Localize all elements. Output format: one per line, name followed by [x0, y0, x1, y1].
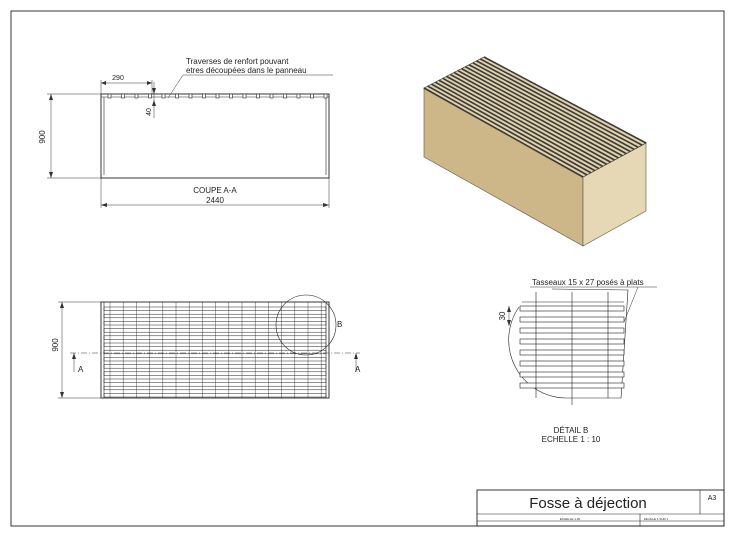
top-slat: [103, 378, 327, 383]
detail-dim: 30: [498, 311, 507, 320]
sheet-border: [10, 10, 725, 527]
iso-slat: [453, 71, 615, 161]
top-slat: [103, 321, 327, 326]
iso-slat: [438, 79, 600, 170]
iso-top-slats: [423, 56, 647, 178]
top-slat: [103, 342, 327, 347]
section-slat-tick: [242, 93, 247, 99]
cut-label-left: A: [78, 365, 84, 374]
top-slat: [103, 306, 327, 311]
detail-view: Tasseaux 15 x 27 posés à plats 30 DÉTAIL…: [498, 278, 657, 444]
drawing-title: Fosse à déjection: [529, 495, 647, 512]
section-note-line2: etres découpées dans le panneau: [186, 66, 307, 75]
section-width-dim: 2440: [206, 196, 224, 205]
scale-text: ECHELLE 1:20: [560, 517, 581, 521]
detail-note: Tasseaux 15 x 27 posés à plats: [532, 278, 644, 287]
section-slat-tick: [107, 93, 112, 99]
top-slat: [103, 313, 327, 319]
top-cross-bars: [109, 302, 322, 398]
top-slat: [103, 335, 327, 340]
top-outline: [100, 301, 330, 399]
top-slat: [103, 357, 327, 362]
top-view: A A 900 B: [51, 294, 361, 399]
isometric-view: [423, 56, 647, 247]
section-slat-tick: [283, 93, 287, 99]
section-slat-tick: [269, 93, 274, 99]
top-slat: [103, 393, 327, 398]
section-outline: [100, 93, 330, 179]
top-slat: [103, 364, 327, 369]
iso-slat: [476, 60, 639, 148]
section-slat-tick: [121, 93, 125, 99]
iso-slat: [472, 62, 635, 151]
section-slat-tick: [134, 93, 139, 99]
sheet-text: FEUILLE 1 SUR 1: [644, 517, 669, 521]
top-slat: [103, 371, 327, 376]
iso-slat: [423, 87, 584, 178]
section-slat-ticks: [107, 93, 328, 99]
iso-slat: [449, 73, 611, 163]
top-slat: [103, 328, 327, 333]
iso-slat: [427, 85, 588, 176]
top-slat: [103, 385, 327, 391]
iso-slat: [457, 69, 619, 159]
detail-circle: [275, 294, 337, 356]
section-note-line1: Traverses de renfort pouvant: [186, 57, 289, 66]
section-slat-tick: [229, 93, 233, 99]
iso-slat: [461, 67, 623, 157]
iso-slat: [434, 81, 596, 172]
cut-label-right: A: [355, 365, 361, 374]
section-slat-tick: [188, 93, 193, 99]
detail-label: B: [337, 320, 342, 329]
iso-slat: [468, 64, 631, 153]
sheet-size: A3: [708, 495, 717, 502]
section-slat-tick: [202, 93, 206, 99]
detail-caption-2: ECHELLE 1 : 10: [542, 435, 601, 444]
detail-caption-1: DÉTAIL B: [554, 426, 589, 435]
section-slat-tick: [161, 93, 166, 99]
top-slats: [103, 306, 327, 398]
section-slat-tick: [148, 93, 152, 99]
section-height-dim: 900: [38, 130, 47, 144]
section-slat-tick: [256, 93, 260, 99]
section-view: 2440 COUPE A-A 900 290 40 Traverses de r…: [38, 57, 333, 208]
iso-slat: [446, 75, 608, 165]
section-slat-tick: [175, 93, 179, 99]
iso-slat: [464, 65, 627, 155]
title-block: Fosse à déjection A3 ECHELLE 1:20 FEUILL…: [476, 489, 725, 527]
iso-slat: [442, 77, 604, 168]
top-height-dim: 900: [51, 338, 60, 352]
section-slat-tick: [310, 93, 314, 99]
section-slat-tick: [215, 93, 220, 99]
section-slat-tick: [323, 93, 328, 99]
top-slat: [103, 349, 327, 355]
section-caption: COUPE A-A: [193, 186, 237, 195]
section-offset-dim: 290: [112, 75, 124, 82]
section-slat-tick: [296, 93, 301, 99]
iso-slat: [479, 58, 643, 146]
section-depth-dim: 40: [146, 108, 153, 116]
iso-slat: [483, 56, 647, 144]
iso-slat: [431, 83, 592, 174]
